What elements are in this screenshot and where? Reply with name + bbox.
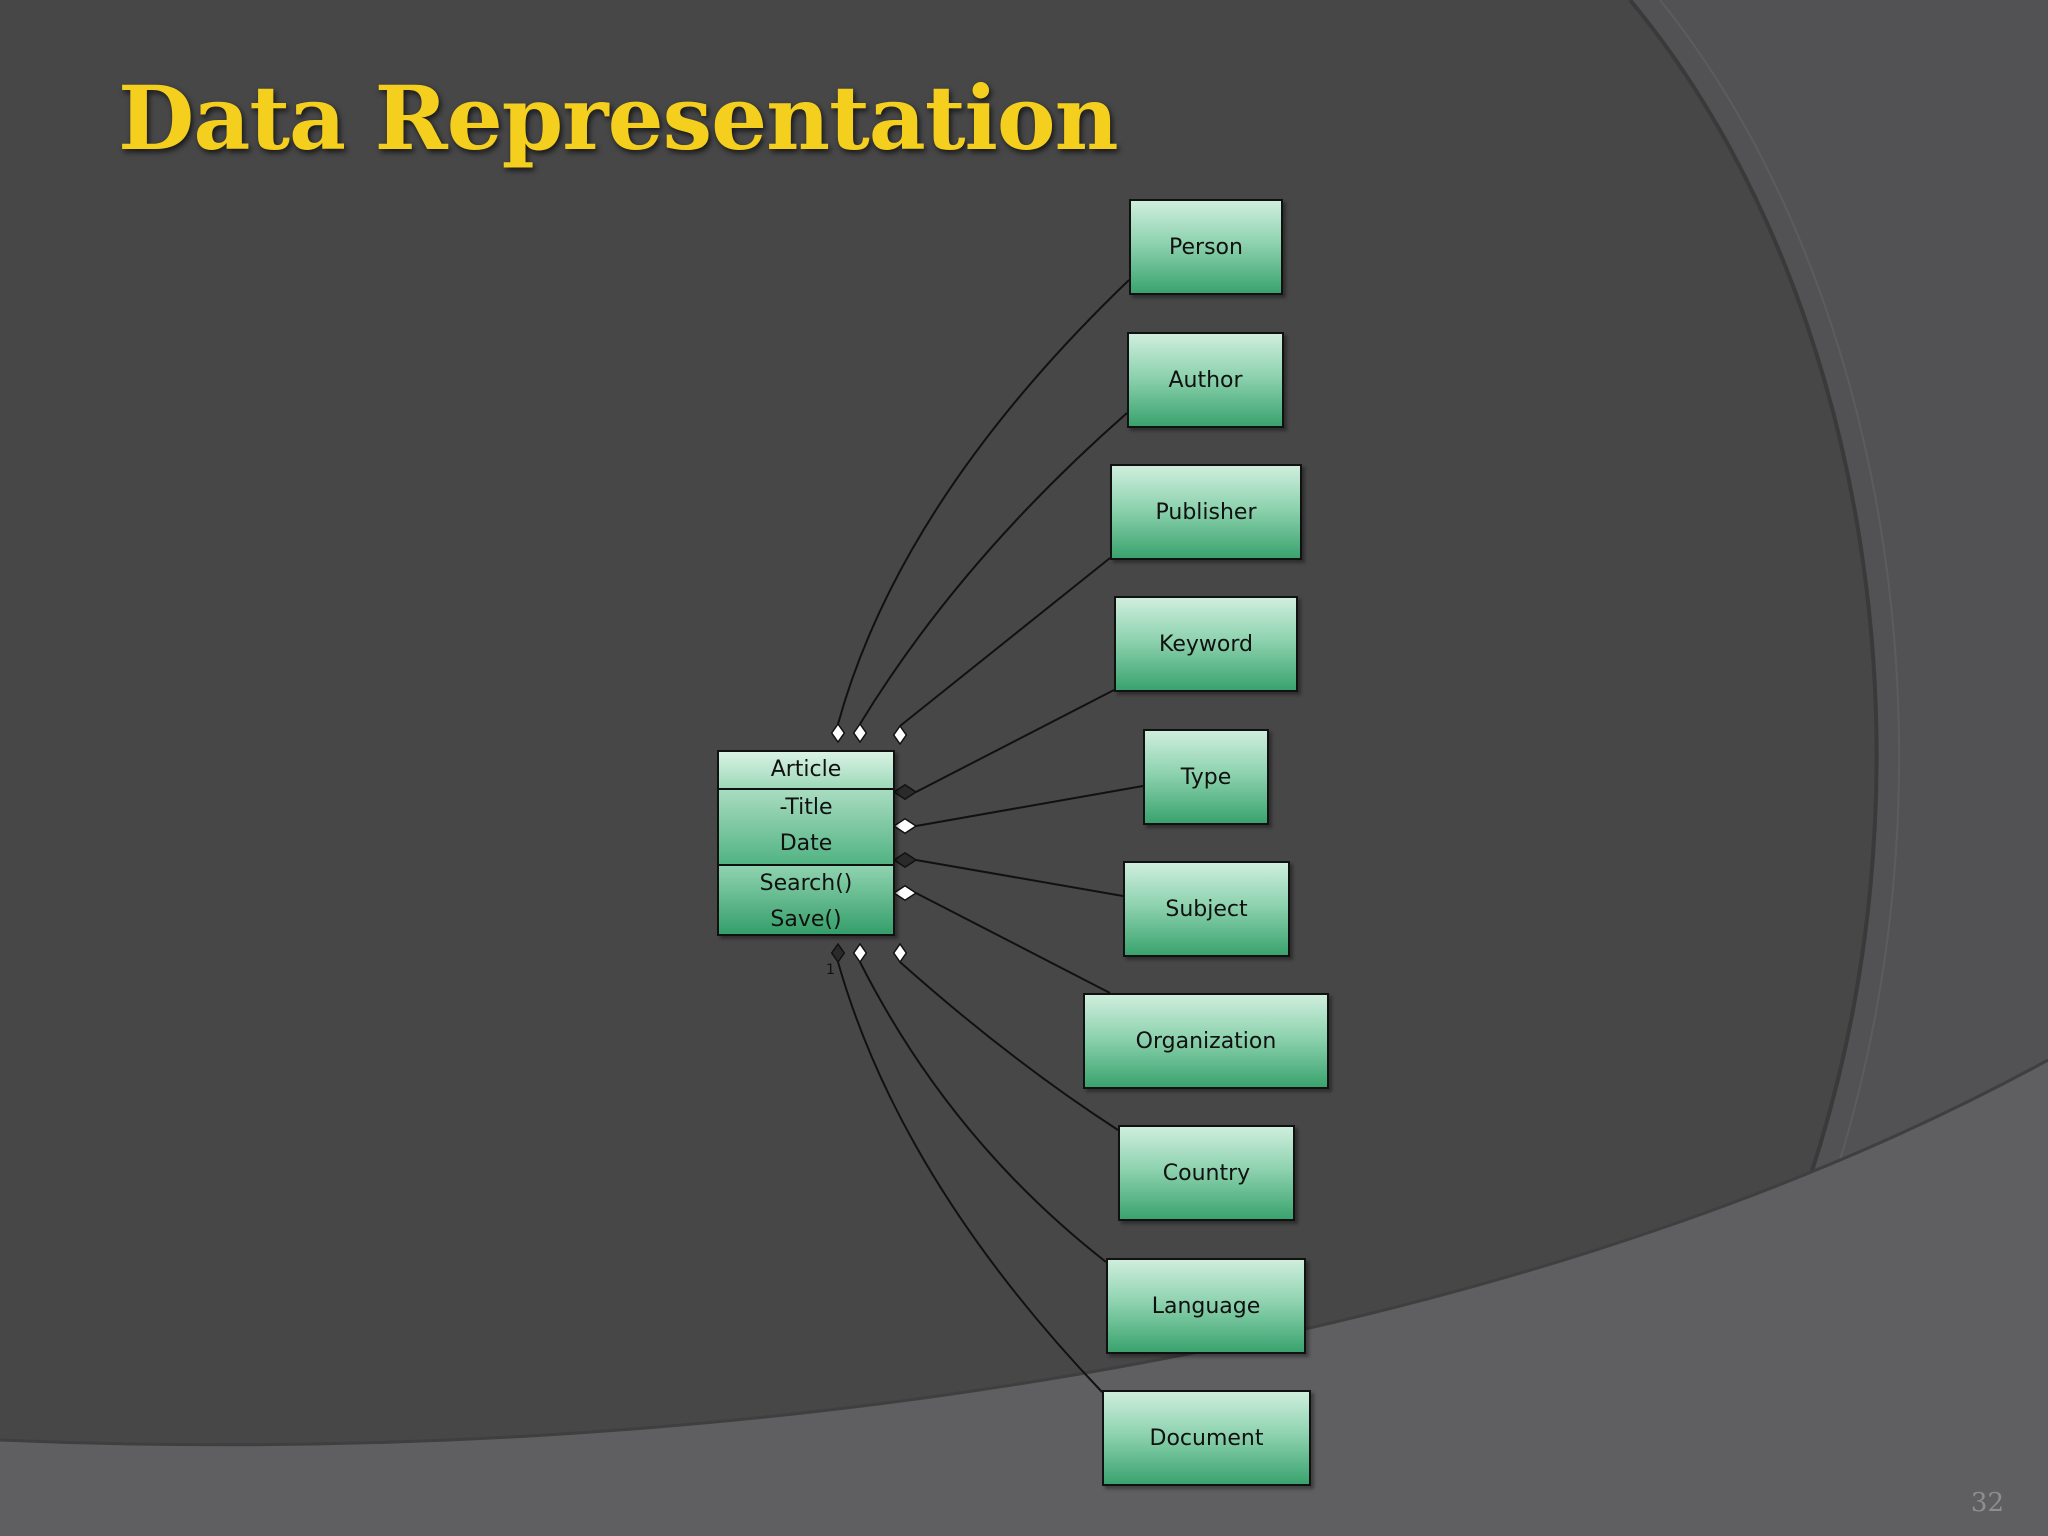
aggregation-diamond-author (852, 722, 868, 744)
entity-box-type[interactable]: Type (1143, 729, 1269, 825)
entity-label: Language (1151, 1293, 1261, 1319)
aggregation-link-subject (915, 859, 1124, 897)
entity-box-language[interactable]: Language (1106, 1258, 1306, 1354)
entity-box-subject[interactable]: Subject (1123, 861, 1290, 957)
aggregation-diamond-country (892, 942, 908, 964)
slide-title: Data Representation (118, 66, 1119, 170)
aggregation-diamond-document (830, 942, 846, 964)
article-operation-save: Save() (770, 907, 842, 932)
page-number: 32 (1970, 1488, 2004, 1518)
entity-box-person[interactable]: Person (1129, 199, 1283, 295)
entity-label: Person (1169, 234, 1243, 260)
entity-label: Author (1168, 367, 1243, 393)
multiplicity-label: 1 (826, 962, 835, 978)
article-operation-search: Search() (759, 871, 853, 896)
entity-box-document[interactable]: Document (1102, 1390, 1311, 1486)
entity-label: Publisher (1155, 499, 1257, 525)
aggregation-diamond-type (892, 817, 918, 835)
aggregation-link-country (899, 961, 1119, 1131)
aggregation-link-organization (915, 892, 1111, 994)
entity-box-publisher[interactable]: Publisher (1110, 464, 1302, 560)
entity-label: Subject (1165, 896, 1248, 922)
article-attribute-date: Date (779, 831, 833, 856)
aggregation-diamond-organization (892, 884, 918, 902)
entity-label: Country (1162, 1160, 1251, 1186)
aggregation-link-person (837, 279, 1130, 725)
aggregation-link-author (859, 412, 1128, 725)
entity-label: Type (1180, 764, 1232, 790)
aggregation-diamond-person (830, 722, 846, 744)
article-class-name: Article (770, 757, 842, 782)
entity-box-author[interactable]: Author (1127, 332, 1284, 428)
entity-box-keyword[interactable]: Keyword (1114, 596, 1298, 692)
aggregation-link-publisher (899, 557, 1111, 727)
aggregation-link-keyword (915, 689, 1115, 793)
aggregation-diamond-language (852, 942, 868, 964)
aggregation-link-language (859, 961, 1107, 1263)
entity-label: Keyword (1159, 631, 1253, 657)
entity-box-organization[interactable]: Organization (1083, 993, 1329, 1089)
entity-label: Document (1149, 1425, 1264, 1451)
aggregation-link-document (837, 961, 1103, 1393)
entity-box-country[interactable]: Country (1118, 1125, 1295, 1221)
aggregation-diamond-subject (892, 851, 918, 869)
article-attribute-title: -Title (779, 795, 833, 820)
article-class-box[interactable]: Article -Title Date Search() Save() (717, 750, 895, 936)
aggregation-diamond-publisher (892, 724, 908, 746)
aggregation-diamond-keyword (892, 783, 918, 801)
aggregation-link-type (915, 785, 1144, 827)
entity-label: Organization (1135, 1028, 1277, 1054)
